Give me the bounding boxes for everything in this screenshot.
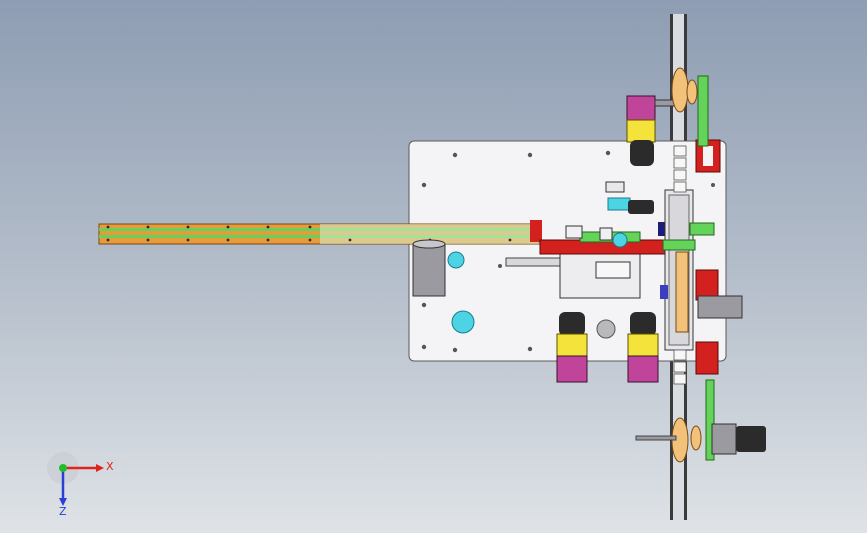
pulley-top[interactable] [671, 67, 698, 113]
pulley-top-disc[interactable] [671, 67, 689, 113]
drive-motor-flange[interactable] [711, 423, 737, 455]
green-belt-bottom[interactable] [705, 379, 715, 461]
drive-motor[interactable] [711, 423, 766, 455]
cylinder-top[interactable] [626, 95, 678, 166]
mechanism-left-clamp[interactable] [565, 225, 583, 239]
cylinder-bottom-right-motor[interactable] [630, 312, 656, 336]
x-axis-arrowhead [96, 464, 104, 472]
mechanism-cyan-block[interactable] [607, 197, 631, 211]
mechanism-upper-clamp[interactable] [605, 181, 625, 193]
conveyor-green-bracket[interactable] [662, 239, 696, 251]
cylinder-top-magenta-cap[interactable] [626, 95, 656, 121]
mechanism-cyan-roller[interactable] [612, 232, 628, 248]
pusher-rod[interactable] [505, 257, 567, 267]
cylinder-bottom-left-magenta-cap[interactable] [556, 355, 588, 383]
pulley-bottom-hub[interactable] [690, 425, 702, 451]
left-motor-block[interactable] [412, 243, 446, 297]
feed-rail-bolts [106, 225, 512, 242]
feed-rail-green-strip-bottom [99, 235, 539, 238]
conveyor-orange-roller[interactable] [675, 251, 689, 333]
left-motor-top [412, 239, 446, 249]
side-gear-box[interactable] [697, 295, 743, 319]
cylinder-top-yellow-body[interactable] [626, 119, 656, 143]
feed-rail[interactable] [98, 220, 542, 245]
cylinder-bottom-right[interactable] [627, 312, 659, 383]
right-components[interactable] [689, 75, 743, 461]
cyan-disc-small[interactable] [447, 251, 465, 269]
gray-disc[interactable] [596, 319, 616, 339]
x-axis-label: X [106, 460, 114, 473]
y-axis-dot [59, 464, 67, 472]
cylinder-bottom-left-motor[interactable] [559, 312, 585, 336]
cylinder-bottom-right-magenta-cap[interactable] [627, 355, 659, 383]
feed-rail-cover [320, 224, 540, 244]
cylinder-bottom-left[interactable] [556, 312, 588, 383]
pulley-top-hub[interactable] [686, 79, 698, 105]
feed-rail-end-stop[interactable] [530, 220, 542, 242]
cylinder-top-motor[interactable] [630, 140, 654, 166]
conveyor-blue-tab[interactable] [660, 285, 668, 299]
chain-links [673, 145, 687, 385]
drive-motor-body[interactable] [736, 426, 766, 452]
red-bracket-bottom[interactable] [695, 341, 719, 375]
mechanism-slide[interactable] [595, 261, 631, 279]
central-mechanism[interactable] [505, 181, 671, 299]
pulley-bottom[interactable] [635, 417, 702, 463]
green-belt-top[interactable] [697, 75, 709, 147]
coordinate-triad: X Z [47, 452, 114, 518]
mechanism-blue-block[interactable] [658, 222, 666, 236]
red-bracket-top-slot [703, 146, 713, 166]
cylinder-bottom-right-yellow-body[interactable] [627, 333, 659, 357]
z-axis-arrowhead [59, 498, 67, 506]
cylinder-bottom-left-yellow-body[interactable] [556, 333, 588, 357]
cyan-disc-large[interactable] [451, 310, 475, 334]
pulley-bottom-shaft[interactable] [635, 435, 677, 441]
feed-rail-green-strip-top [99, 228, 539, 231]
mechanism-dark-sensor[interactable] [628, 200, 654, 214]
z-axis-label: Z [59, 505, 67, 518]
vertical-conveyor[interactable] [660, 189, 696, 351]
mechanism-mid-clamp[interactable] [599, 227, 613, 241]
green-tensioner[interactable] [689, 222, 715, 236]
